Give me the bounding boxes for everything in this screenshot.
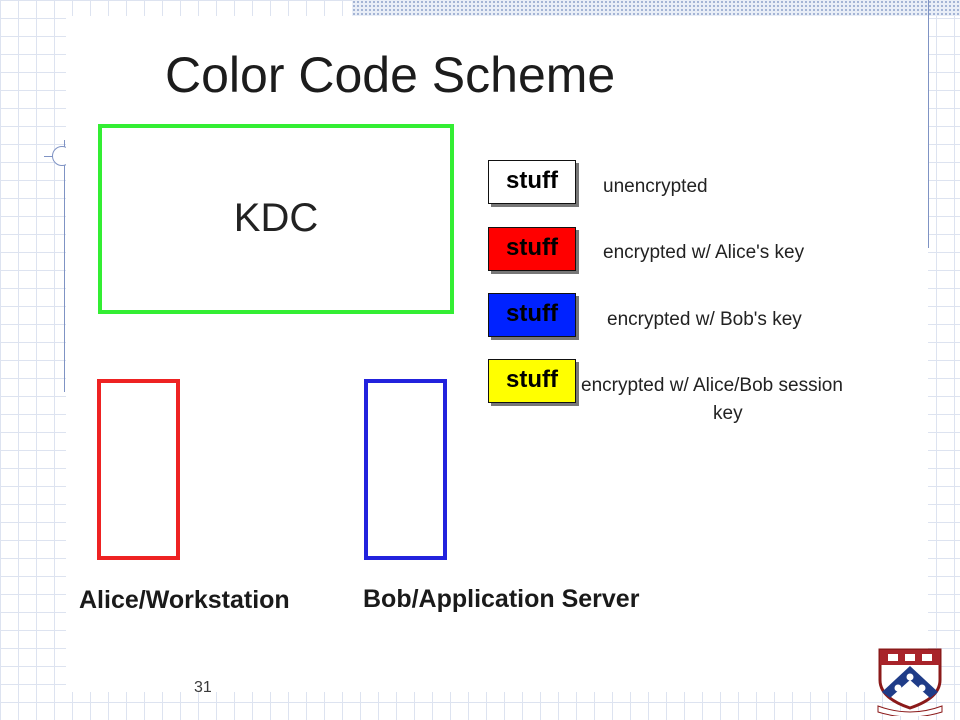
top-decor-band: [352, 0, 960, 16]
legend-swatch-unencrypted: stuff: [488, 160, 576, 204]
legend-text-bob-key: encrypted w/ Bob's key: [607, 309, 802, 330]
page-number: 31: [194, 679, 212, 696]
alice-workstation-box: [97, 379, 180, 560]
legend-swatch-bob-key: stuff: [488, 293, 576, 337]
legend-text-session-key-line2: key: [713, 403, 743, 424]
bob-server-label: Bob/Application Server: [363, 585, 640, 613]
slide-title: Color Code Scheme: [165, 47, 616, 103]
legend-text-alice-key: encrypted w/ Alice's key: [603, 242, 805, 263]
kdc-label: KDC: [233, 196, 319, 240]
legend-swatch-alice-key: stuff: [488, 227, 576, 271]
legend-text-session-key-line1: encrypted w/ Alice/Bob session: [581, 375, 843, 396]
kdc-box: KDC: [98, 124, 454, 314]
alice-workstation-label: Alice/Workstation: [79, 586, 290, 614]
legend-text-unencrypted: unencrypted: [603, 176, 708, 197]
legend-swatch-session-key: stuff: [488, 359, 576, 403]
slide-panel: [66, 16, 928, 692]
right-decor-line: [928, 0, 929, 248]
bob-server-box: [364, 379, 447, 560]
university-crest-logo: [877, 648, 943, 716]
left-decor-line: [64, 140, 65, 392]
